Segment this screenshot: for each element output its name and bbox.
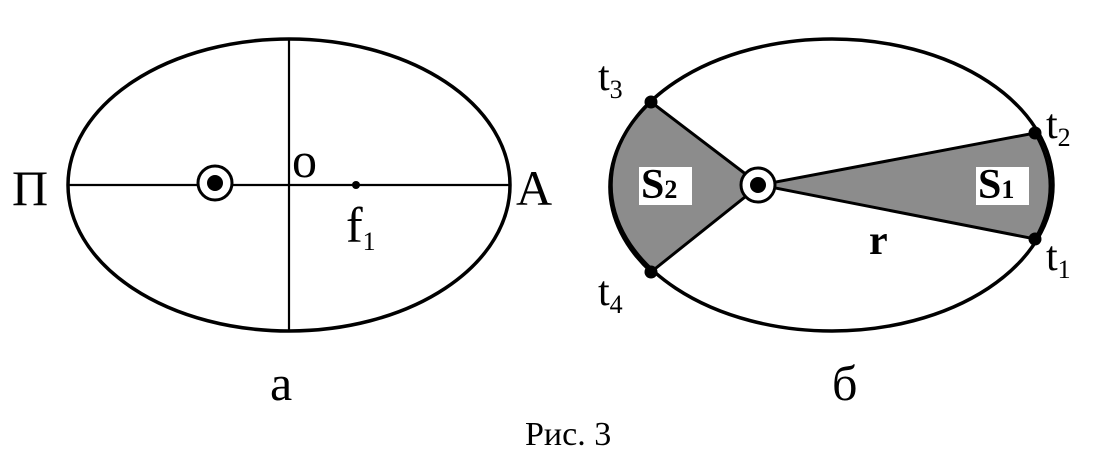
sun-symbol-b <box>739 166 777 204</box>
panel-b-label: б <box>832 355 857 411</box>
s2-label-bg <box>639 167 692 205</box>
radius-label: r <box>869 218 888 264</box>
sun-symbol-a <box>196 164 234 202</box>
t4-label: t4 <box>598 269 623 319</box>
aphelion-label: А <box>516 160 552 216</box>
t2-label: t2 <box>1046 102 1071 152</box>
panel-a: П А о f1 а <box>12 37 552 411</box>
focus-label: f1 <box>346 197 376 256</box>
s2-label: S2 <box>641 162 677 208</box>
perihelion-label: П <box>12 160 48 216</box>
point-t1 <box>1028 232 1042 246</box>
sector-s1 <box>759 131 1052 241</box>
point-t3 <box>644 95 658 109</box>
t3-label: t3 <box>598 54 623 104</box>
point-t4 <box>644 265 658 279</box>
s1-label-bg <box>976 167 1029 205</box>
panel-b: S2 S1 r t3 t4 t2 t1 б <box>598 37 1071 411</box>
orbit-ellipse-b <box>609 37 1055 333</box>
panel-a-label: а <box>270 355 292 411</box>
empty-focus-point <box>352 181 360 189</box>
figure-caption: Рис. 3 <box>525 416 611 453</box>
point-t2 <box>1028 126 1042 140</box>
center-label: о <box>292 132 317 188</box>
s1-label: S1 <box>978 162 1014 208</box>
t1-label: t1 <box>1046 234 1071 284</box>
